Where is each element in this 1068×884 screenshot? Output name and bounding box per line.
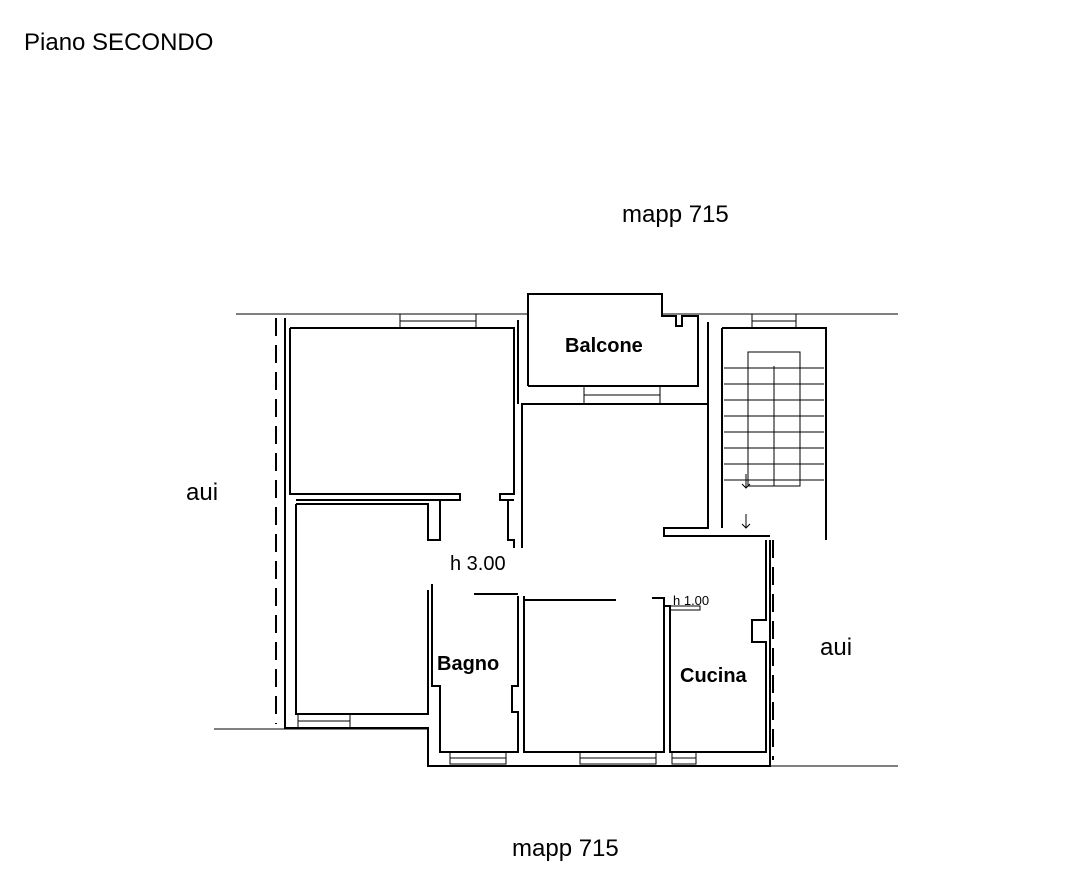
east-neighbor-label: aui [820,634,852,661]
stair-down-arrow-icon [741,474,751,489]
bathroom-label: Bagno [437,653,499,675]
room-left-lower [295,500,441,715]
kitchen: h 1.00 Cucina [652,540,767,753]
bathroom: Bagno [431,584,519,753]
room-top-left [289,327,515,501]
west-neighbor-label: aui [186,479,218,506]
room-lower-central [523,596,665,753]
north-parcel-label: mapp 715 [622,201,729,228]
stairwell [721,327,827,540]
south-parcel-label: mapp 715 [512,835,619,862]
height-label-kitchen-niche: h 1.00 [673,593,709,608]
floor-title: Piano SECONDO [24,29,213,56]
balcony-label: Balcone [565,335,643,357]
room-central: h 3.00 [450,403,770,575]
stair-treads [724,367,824,481]
height-label-main: h 3.00 [450,553,506,575]
boundary-lines [214,313,898,767]
windows [297,313,797,765]
landing-down-arrow-icon [741,514,751,529]
kitchen-label: Cucina [680,665,748,687]
balcony: Balcone [527,293,699,387]
